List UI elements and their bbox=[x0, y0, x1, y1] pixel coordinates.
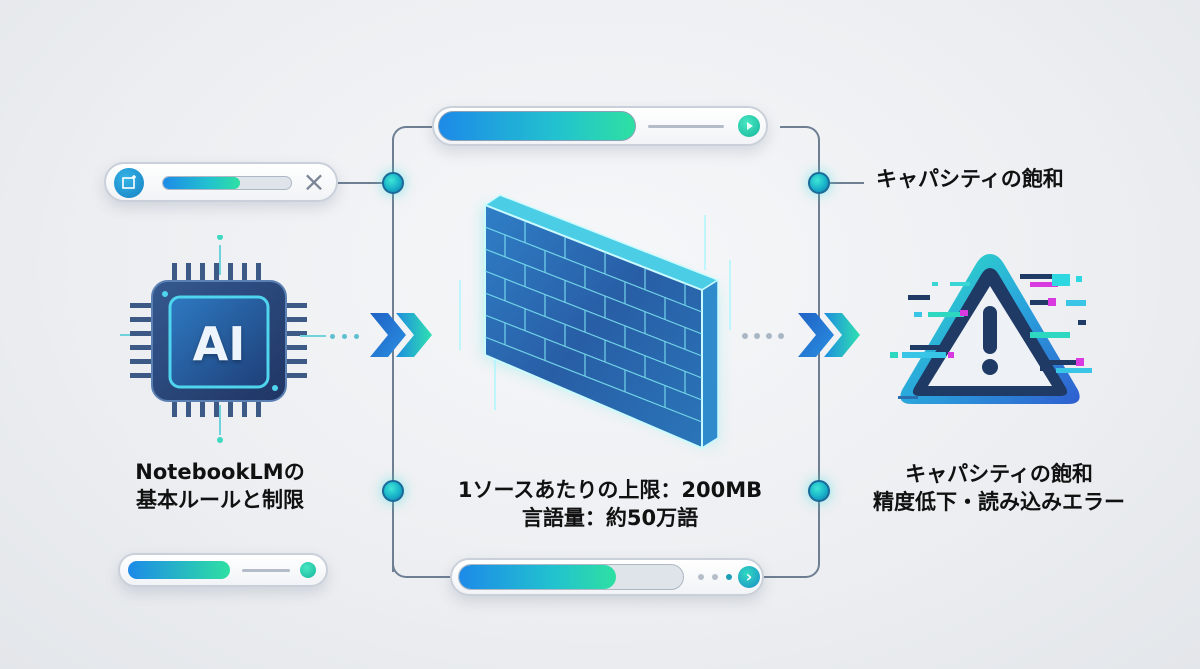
node-bottom-right bbox=[808, 480, 830, 502]
crop-icon[interactable] bbox=[114, 168, 144, 198]
frame-top-left-corner bbox=[392, 126, 432, 156]
link-right-label bbox=[830, 182, 864, 184]
node-top-left bbox=[382, 172, 404, 194]
next-button[interactable]: › bbox=[738, 566, 760, 588]
frame-bottom-right-corner bbox=[764, 548, 820, 578]
left-title-line1: NotebookLMの bbox=[135, 460, 305, 484]
frame-bottom-left-corner bbox=[392, 548, 452, 578]
left-bottom-button[interactable] bbox=[300, 562, 316, 578]
chevron-right-icon bbox=[368, 310, 438, 360]
left-title-line2: 基本ルールと制限 bbox=[136, 488, 304, 513]
node-top-right bbox=[808, 172, 830, 194]
error-text: 精度低下・読み込みエラー bbox=[873, 490, 1125, 515]
center-top-widget[interactable] bbox=[432, 106, 768, 146]
warning-icon bbox=[880, 240, 1100, 420]
chevron-right-icon bbox=[796, 310, 866, 360]
connector-dot bbox=[330, 334, 335, 339]
pager-dot bbox=[698, 574, 704, 580]
connector-dot bbox=[354, 334, 359, 339]
center-top-track bbox=[648, 125, 724, 128]
center-bottom-progress bbox=[458, 564, 684, 590]
right-text: キャパシティの飽和 精度低下・読み込みエラー bbox=[838, 460, 1160, 517]
link-left-widget bbox=[338, 182, 394, 184]
firewall-wall-icon bbox=[440, 180, 740, 460]
progress-fill bbox=[163, 177, 240, 189]
center-text: 1ソースあたりの上限：200MB 言語量：約50万語 bbox=[420, 476, 800, 533]
left-top-widget[interactable]: × bbox=[104, 162, 338, 202]
word-limit-text: 言語量：約50万語 bbox=[521, 506, 699, 531]
connector-dot bbox=[766, 333, 772, 339]
connector-dot bbox=[342, 334, 347, 339]
close-icon[interactable]: × bbox=[302, 165, 326, 198]
ai-chip-icon: AI bbox=[110, 234, 320, 445]
source-limit-text: 1ソースあたりの上限：200MB bbox=[457, 478, 763, 502]
pager-dot bbox=[712, 574, 718, 580]
center-top-progress bbox=[438, 111, 636, 141]
left-bottom-widget[interactable] bbox=[118, 553, 328, 587]
center-bottom-widget[interactable]: › bbox=[450, 558, 764, 596]
left-bottom-track bbox=[242, 569, 290, 572]
capacity-saturation-text: キャパシティの飽和 bbox=[905, 462, 1093, 486]
left-top-progress bbox=[162, 176, 292, 190]
frame-left-line bbox=[392, 140, 394, 572]
left-bottom-progress bbox=[128, 561, 230, 579]
left-title: NotebookLMの 基本ルールと制限 bbox=[95, 458, 345, 515]
play-icon[interactable] bbox=[738, 115, 760, 137]
connector-line bbox=[300, 335, 326, 337]
node-bottom-left bbox=[382, 480, 404, 502]
connector-dot bbox=[778, 333, 784, 339]
frame-top-right-corner bbox=[780, 126, 820, 156]
ai-chip-label: AI bbox=[192, 317, 246, 371]
pager-dot-active bbox=[726, 574, 732, 580]
progress-fill bbox=[459, 565, 616, 589]
frame-right-line bbox=[818, 150, 820, 560]
right-top-label: キャパシティの飽和 bbox=[876, 167, 1064, 191]
connector-dot bbox=[742, 333, 748, 339]
connector-dot bbox=[754, 333, 760, 339]
